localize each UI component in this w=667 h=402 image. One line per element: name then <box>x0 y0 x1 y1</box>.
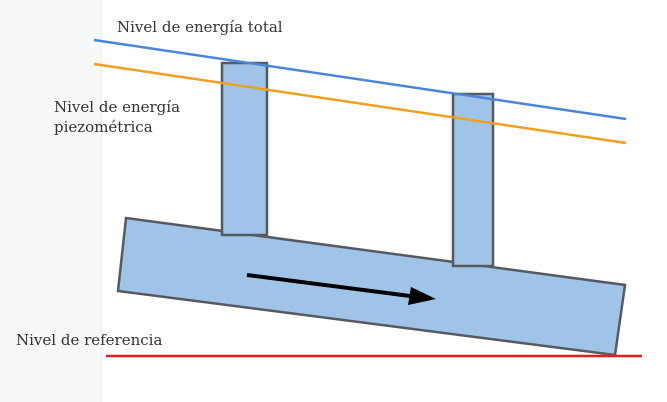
pipe <box>116 216 627 357</box>
left-margin-strip <box>0 0 102 402</box>
total-energy-label: Nivel de energía total <box>117 18 283 36</box>
flow-direction-arrow-icon <box>246 273 436 305</box>
piezometric-energy-label: Nivel de energía piezométrica <box>54 97 180 137</box>
piezometric-label-line2: piezométrica <box>54 118 153 136</box>
reference-level-label: Nivel de referencia <box>16 331 163 349</box>
piezometric-label-line1: Nivel de energía <box>54 98 181 116</box>
piezometer-tube-left <box>220 61 269 237</box>
total-energy-line <box>93 38 627 121</box>
piezometric-line <box>93 62 627 145</box>
